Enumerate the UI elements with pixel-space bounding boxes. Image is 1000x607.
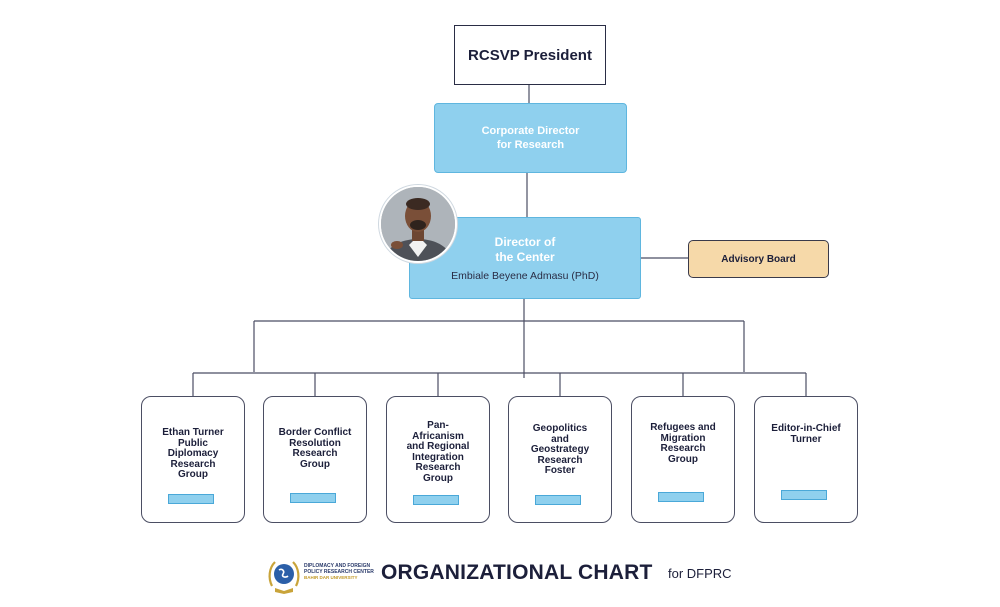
- group-box-public-diplomacy: Ethan Turner Public Diplomacy Research G…: [141, 396, 245, 523]
- dfprc-logo-icon: [268, 561, 300, 594]
- group-label-line: Ethan Turner: [162, 427, 224, 438]
- group-label-line: Foster: [544, 465, 576, 476]
- group-label-line: Group: [423, 472, 453, 484]
- group-label-line: Group: [178, 469, 208, 480]
- president-box: RCSVP President: [454, 25, 606, 85]
- group-label-line: Geopolitics: [532, 423, 588, 434]
- group-label-line: Public: [177, 437, 208, 449]
- org-name: DIPLOMACY AND FOREIGN POLICY RESEARCH CE…: [304, 563, 376, 581]
- director-box: Director of the Center Embiale Beyene Ad…: [409, 217, 641, 299]
- group-label-line: and: [551, 433, 569, 445]
- group-label-line: Africanism: [412, 430, 464, 442]
- group-label-line: Border Conflict: [278, 427, 352, 438]
- corporate-director-line1: Corporate Director: [481, 125, 580, 137]
- group-box-geopolitics: Geopolitics and Geostrategy Research Fos…: [508, 396, 612, 523]
- group-name-bar: [290, 493, 336, 503]
- group-name-bar: [535, 495, 581, 505]
- group-label-line: Research: [537, 454, 583, 466]
- chart-subtitle: for DFPRC: [668, 566, 732, 581]
- group-label: Ethan Turner Public Diplomacy Research G…: [146, 427, 240, 481]
- group-label-line: Turner: [790, 433, 822, 445]
- group-name-bar: [658, 492, 704, 502]
- group-label: Refugees and Migration Research Group: [636, 422, 730, 465]
- group-box-editor-in-chief: Editor-in-Chief Turner: [754, 396, 858, 523]
- corporate-director-line2: for Research: [496, 139, 565, 151]
- advisory-board-label: Advisory Board: [721, 253, 796, 265]
- group-label-line: and Regional: [406, 441, 470, 452]
- group-label: Editor-in-Chief Turner: [759, 423, 853, 445]
- president-title: RCSVP President: [468, 46, 592, 64]
- director-title-line1: Director of: [494, 234, 556, 249]
- group-label-line: Group: [300, 458, 330, 470]
- group-label-line: Migration: [660, 432, 706, 444]
- group-label-line: Research: [170, 458, 216, 470]
- director-title-line2: the Center: [495, 249, 555, 264]
- group-label-line: Refugees and: [650, 422, 716, 433]
- group-label-line: Resolution: [289, 437, 341, 449]
- group-box-border-conflict: Border Conflict Resolution Research Grou…: [263, 396, 367, 523]
- group-label-line: Group: [668, 453, 698, 465]
- group-label-line: Integration: [412, 451, 464, 463]
- advisory-board-box: Advisory Board: [688, 240, 829, 278]
- org-university: BAHIR DAR UNIVERSITY: [304, 575, 358, 580]
- group-label-line: Pan-: [427, 420, 449, 431]
- group-label: Geopolitics and Geostrategy Research Fos…: [513, 423, 607, 477]
- org-name-line1: DIPLOMACY AND FOREIGN: [304, 563, 371, 569]
- group-label: Border Conflict Resolution Research Grou…: [268, 427, 362, 470]
- group-name-bar: [168, 494, 214, 504]
- group-name-bar: [781, 490, 827, 500]
- director-avatar: [379, 185, 457, 263]
- corporate-director-box: Corporate Director for Research: [434, 103, 627, 173]
- group-label-line: Research: [660, 443, 706, 454]
- group-box-pan-africanism: Pan- Africanism and Regional Integration…: [386, 396, 490, 523]
- director-name: Embiale Beyene Admasu (PhD): [451, 269, 599, 282]
- group-label-line: Editor-in-Chief: [771, 423, 841, 434]
- group-label-line: Diplomacy: [167, 448, 219, 459]
- group-label: Pan- Africanism and Regional Integration…: [391, 420, 485, 484]
- group-label-line: Geostrategy: [530, 444, 590, 455]
- chart-title: ORGANIZATIONAL CHART: [381, 561, 653, 584]
- director-photo: [381, 187, 455, 261]
- group-box-refugees-migration: Refugees and Migration Research Group: [631, 396, 735, 523]
- org-name-line2: POLICY RESEARCH CENTER: [304, 569, 374, 575]
- group-label-line: Research: [292, 448, 338, 459]
- group-name-bar: [413, 495, 459, 505]
- group-label-line: Research: [415, 462, 461, 473]
